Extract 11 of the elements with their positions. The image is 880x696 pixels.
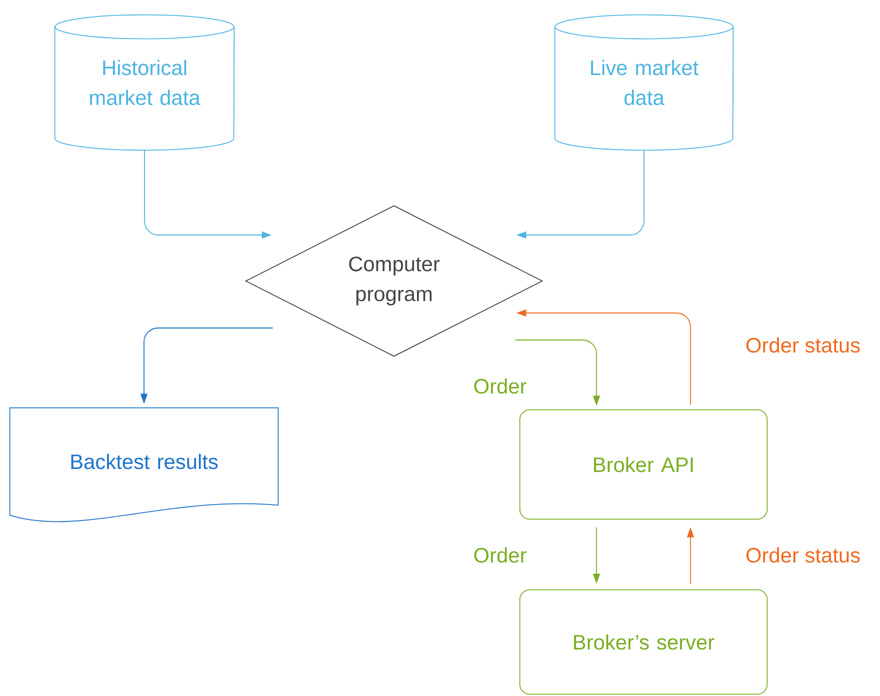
database-cylinder: Historical market data bbox=[54, 14, 235, 151]
document-shape: Backtest results bbox=[9, 407, 279, 522]
database-cylinder: Live market data bbox=[554, 14, 734, 151]
edge-label: Order status bbox=[746, 337, 860, 353]
edge-label: Order bbox=[474, 547, 526, 563]
edge-label: Order status bbox=[746, 547, 860, 563]
node-label: Historical market data bbox=[90, 60, 200, 106]
process-box: Broker API bbox=[519, 409, 768, 520]
edge-label: Order bbox=[474, 378, 526, 394]
node-label: Live market data bbox=[591, 60, 698, 106]
process-box: Broker’s server bbox=[519, 589, 768, 695]
